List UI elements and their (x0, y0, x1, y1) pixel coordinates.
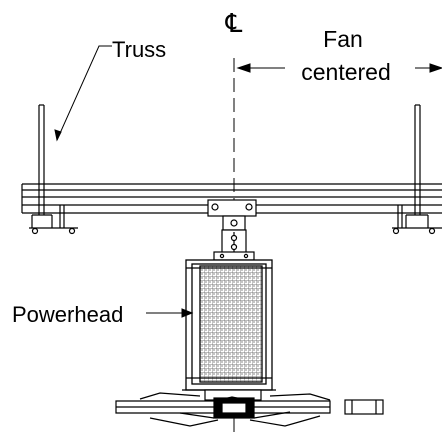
mount-bracket (207, 199, 257, 231)
hanger-rod (213, 229, 255, 261)
powerhead-leader (146, 308, 194, 318)
right-truss-post (392, 104, 442, 235)
powerhead-label: Powerhead (12, 302, 123, 327)
fan-centered-dimension (236, 63, 442, 73)
powerhead-housing (182, 259, 276, 391)
fan-label-line1: Fan (323, 26, 363, 52)
left-truss-post (29, 104, 78, 235)
fan-blade-assembly (115, 389, 384, 427)
truss-leader (54, 45, 112, 142)
truss-label: Truss (112, 37, 166, 62)
centerline-symbol: ℄ (225, 8, 243, 38)
fan-label-line2: centered (301, 59, 391, 85)
